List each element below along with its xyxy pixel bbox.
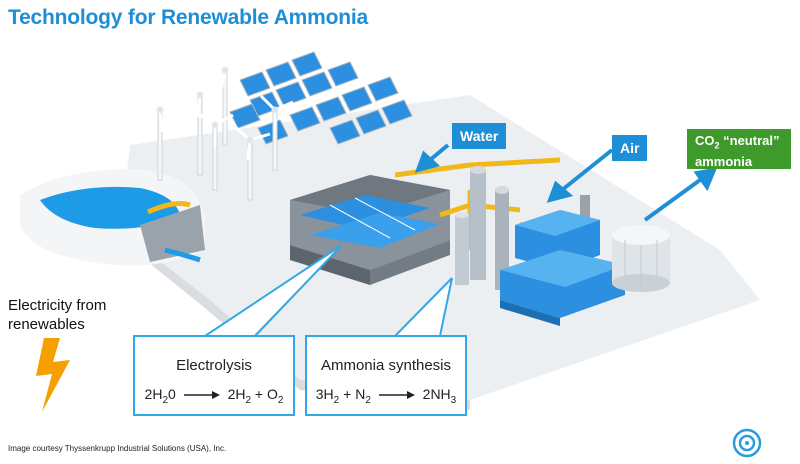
air-arrow bbox=[560, 148, 614, 192]
compressor-units-icon bbox=[500, 210, 625, 326]
label-arrows bbox=[414, 143, 718, 222]
electricity-label: Electricity from renewables bbox=[8, 297, 107, 333]
reaction-arrow-icon bbox=[378, 391, 415, 400]
co2-neutral-ammonia-label: CO2 “neutral” ammonia bbox=[687, 129, 791, 169]
solar-panels-icon bbox=[229, 51, 413, 145]
image-credit: Image courtesy Thyssenkrupp Industrial S… bbox=[8, 444, 227, 453]
electrolysis-callout: Electrolysis 2H20 2H2 + O2 bbox=[133, 335, 295, 416]
page-title: Technology for Renewable Ammonia bbox=[8, 6, 368, 29]
reservoir-icon bbox=[20, 169, 205, 266]
water-label: Water bbox=[452, 123, 507, 149]
synthesis-equation: 3H2 + N2 2NH3 bbox=[315, 386, 457, 406]
air-label: Air bbox=[612, 135, 648, 161]
wind-turbines-icon bbox=[141, 53, 294, 201]
reaction-arrow-icon bbox=[183, 391, 220, 400]
water-arrow bbox=[428, 143, 450, 162]
ammonia-tank-icon bbox=[612, 225, 670, 292]
electrolysis-equation: 2H20 2H2 + O2 bbox=[144, 386, 284, 406]
callout-connectors bbox=[204, 244, 453, 337]
thyssenkrupp-logo-icon bbox=[732, 428, 762, 458]
lightning-bolt-icon bbox=[36, 338, 70, 412]
synthesis-callout: Ammonia synthesis 3H2 + N2 2NH3 bbox=[305, 335, 467, 416]
synthesis-title: Ammonia synthesis bbox=[320, 357, 452, 374]
electrolysis-hall-icon bbox=[290, 175, 450, 285]
ammonia-arrow bbox=[643, 178, 702, 222]
electrolysis-title: Electrolysis bbox=[176, 357, 252, 374]
